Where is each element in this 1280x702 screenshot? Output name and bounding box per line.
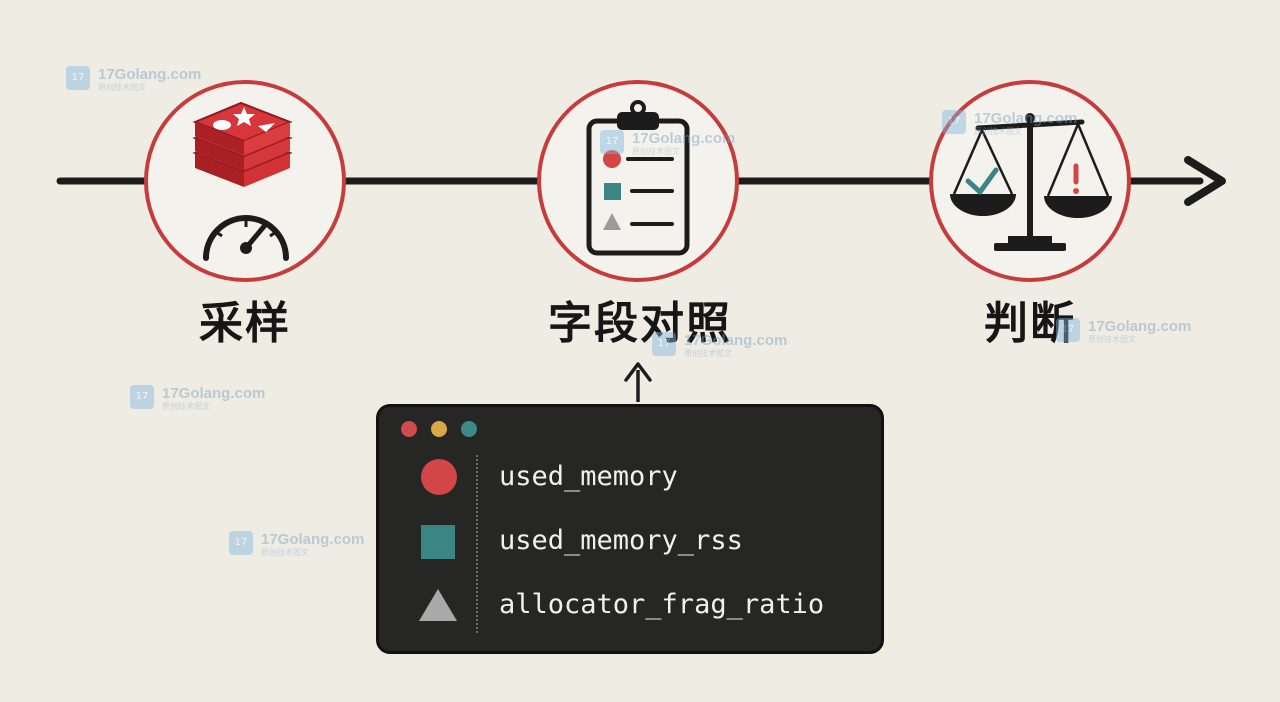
field-used-memory-rss: used_memory_rss (499, 525, 743, 556)
window-close-dot (401, 421, 417, 437)
watermark-logo-icon: 17 (66, 66, 90, 90)
watermark-logo-icon: 17 (652, 332, 676, 356)
gauge-icon (203, 215, 289, 261)
watermark-logo-icon: 17 (229, 531, 253, 555)
gray-triangle-marker-icon (419, 589, 457, 621)
watermark-logo-icon: 17 (130, 385, 154, 409)
step-label-compare: 字段对照 (548, 298, 732, 349)
window-minimize-dot (431, 421, 447, 437)
window-maximize-dot (461, 421, 477, 437)
step-judge-node (929, 80, 1131, 282)
step-compare-node (537, 80, 739, 282)
redis-logo-icon (192, 101, 293, 187)
field-allocator-frag-ratio: allocator_frag_ratio (499, 589, 825, 620)
timeline-arrowhead (1184, 156, 1226, 206)
watermark-logo-icon: 17 (942, 110, 966, 134)
red-circle-marker-icon (421, 459, 457, 495)
terminal-divider (476, 455, 478, 633)
field-used-memory: used_memory (499, 461, 678, 492)
terminal-connector-arrowhead (624, 362, 652, 382)
step-label-judge: 判断 (984, 298, 1076, 349)
clipboard-checklist-icon (586, 100, 690, 256)
watermark-logo-icon: 17 (600, 130, 624, 154)
watermark-logo-icon: 17 (1056, 318, 1080, 342)
step-label-sample: 采样 (199, 298, 291, 349)
teal-square-marker-icon (421, 525, 455, 559)
step-sample-node (144, 80, 346, 282)
balance-scale-icon (950, 113, 1112, 251)
terminal-window: used_memory used_memory_rss allocator_fr… (376, 404, 884, 654)
